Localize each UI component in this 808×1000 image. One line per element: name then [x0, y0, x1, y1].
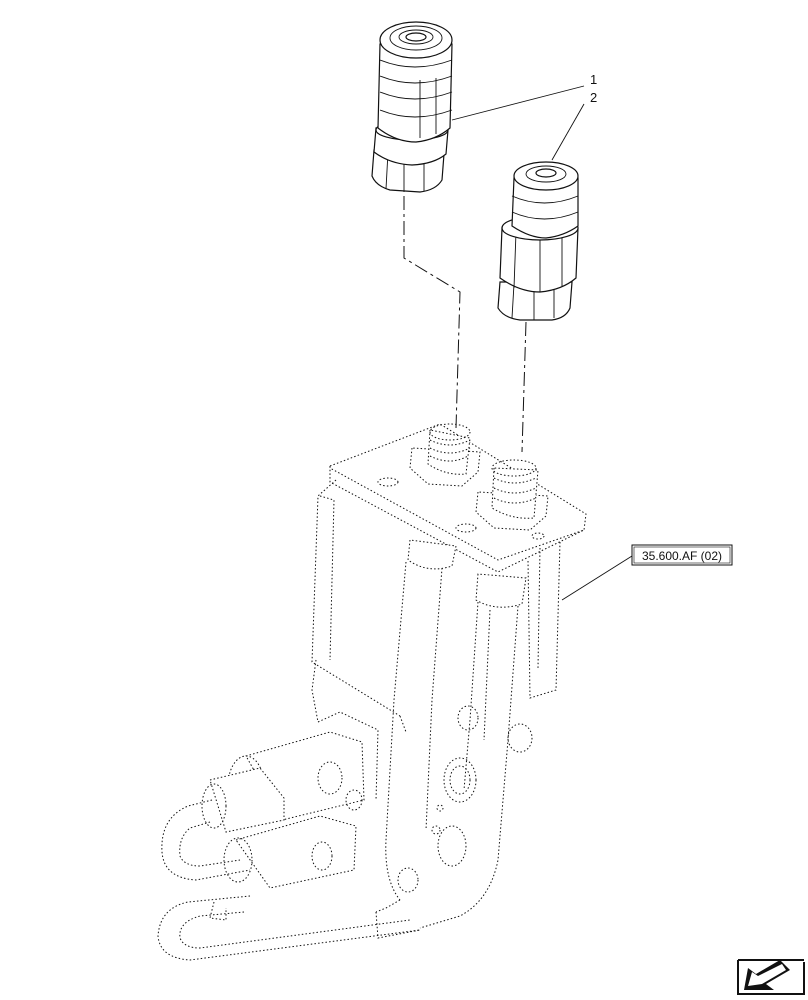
- coupler-female-part-1: [371, 21, 453, 193]
- callout-2-label: 2: [590, 90, 597, 105]
- next-page-arrow-icon[interactable]: [737, 959, 805, 995]
- leader-line-2: [551, 103, 585, 161]
- leader-line-reference: [561, 555, 633, 601]
- centerline-part-2: [521, 321, 527, 453]
- centerline-part-1: [403, 196, 461, 429]
- reference-box[interactable]: 35.600.AF (02): [631, 544, 733, 566]
- reference-box-label: 35.600.AF (02): [642, 549, 722, 563]
- valve-block-assembly: [157, 423, 587, 961]
- coupler-male-part-2: [497, 161, 579, 321]
- leader-line-1: [451, 85, 585, 121]
- callout-1-label: 1: [590, 72, 597, 87]
